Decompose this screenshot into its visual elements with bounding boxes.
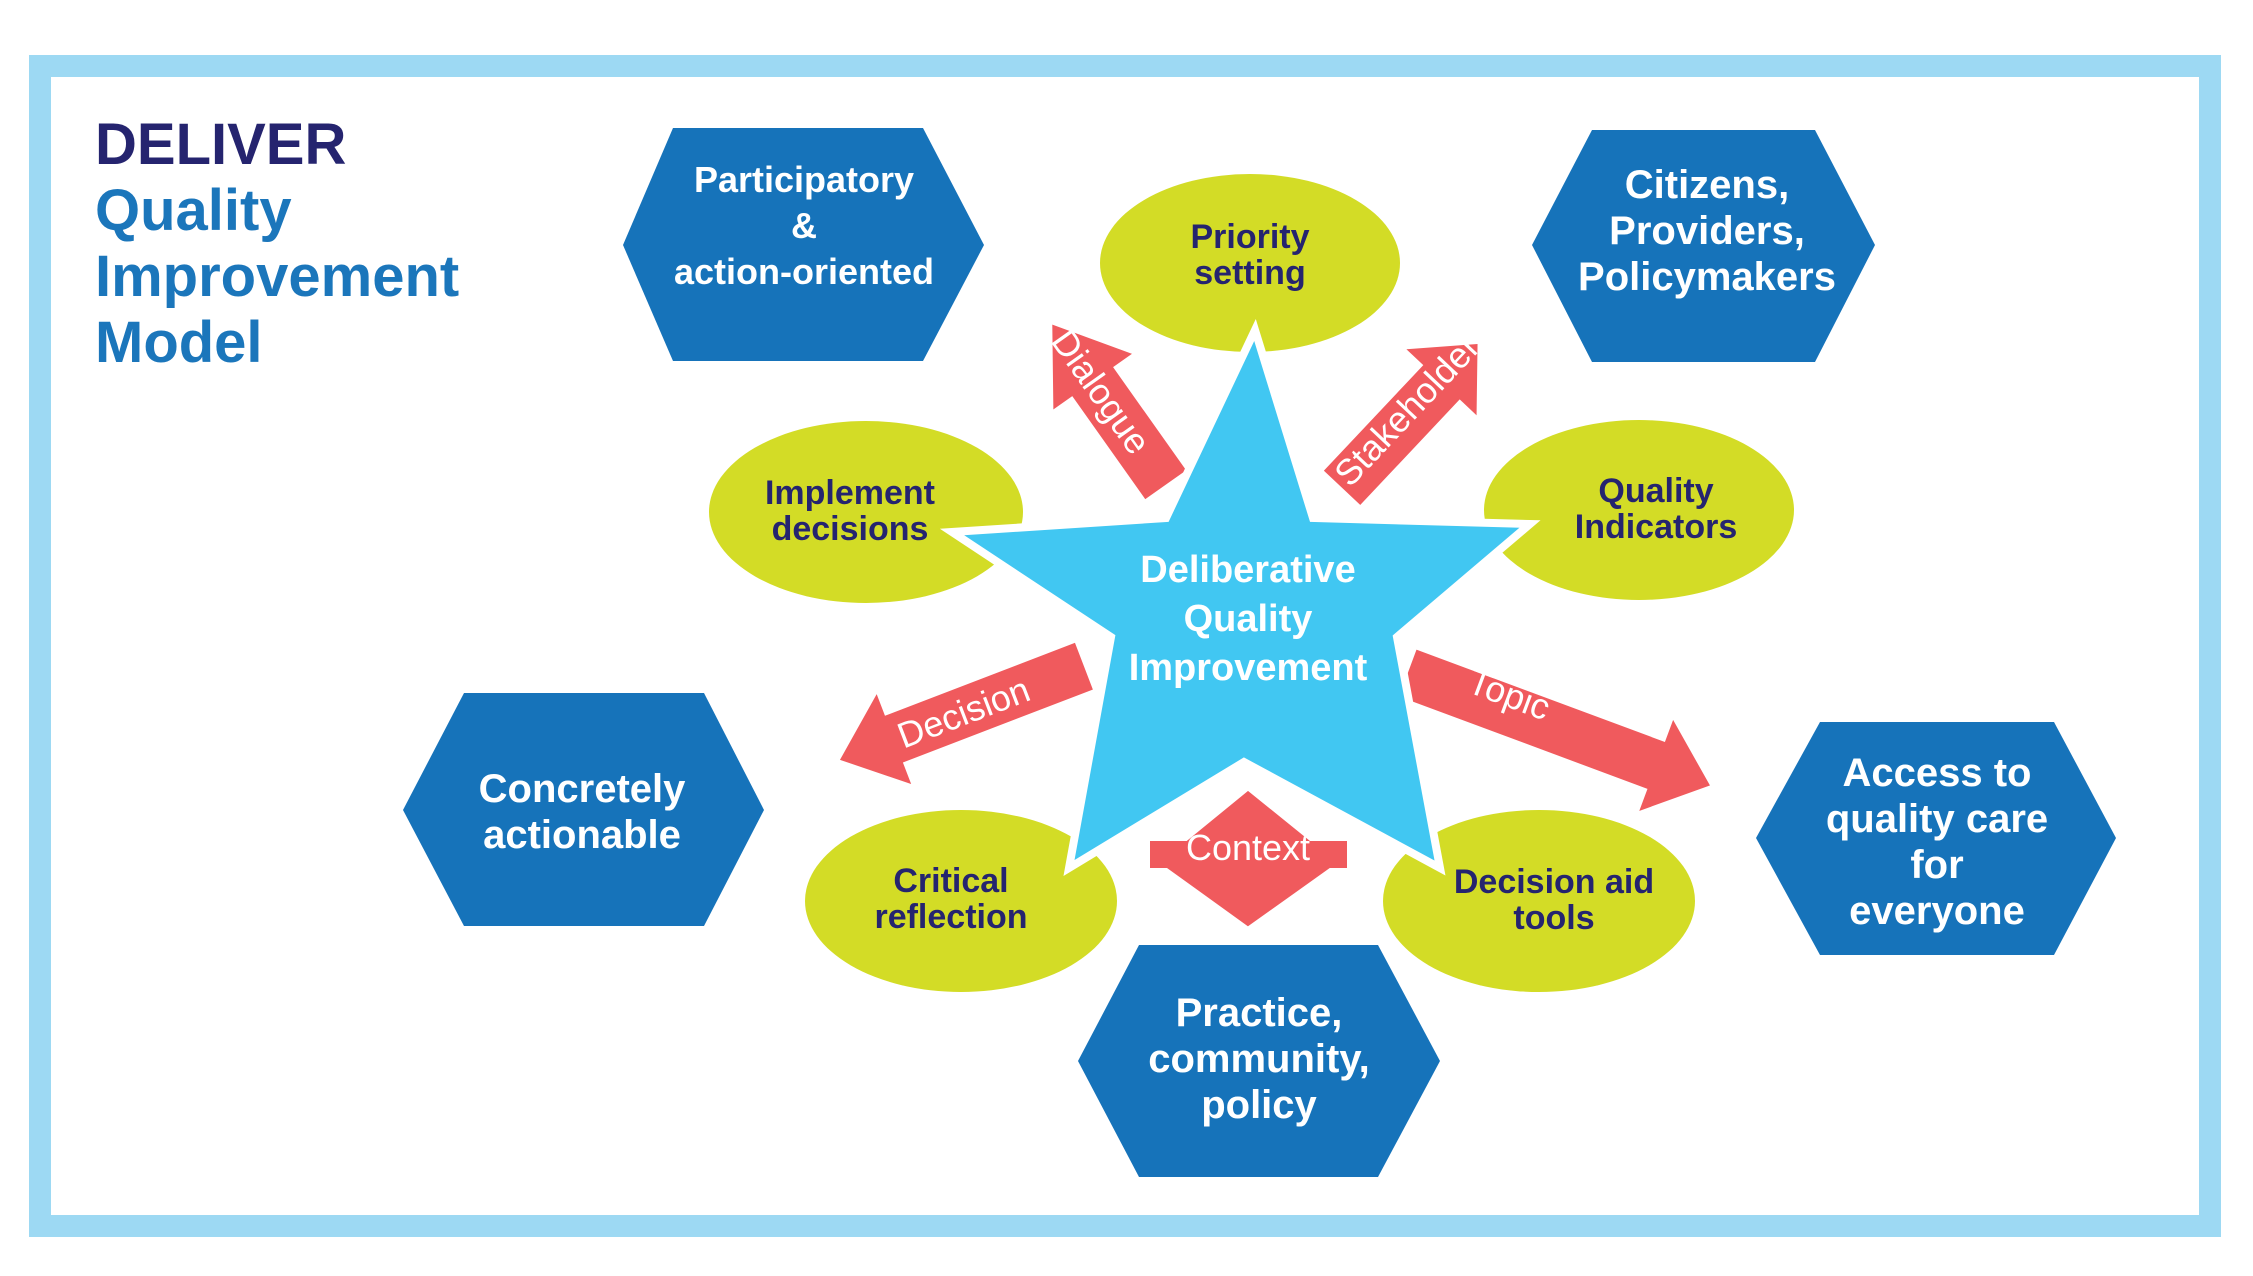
participatory-line-1: Participatory [694, 159, 914, 200]
arrow-context-band [1150, 841, 1347, 868]
indicators-line-1: Quality [1598, 472, 1713, 510]
hexagon-practice-text: Practice, community, policy [1148, 991, 1370, 1127]
decision-aid-line-1: Decision aid [1454, 863, 1654, 901]
title-line-model: Model [95, 310, 263, 375]
access-line-1: Access to [1843, 751, 2032, 795]
citizens-line-1: Citizens, [1625, 163, 1789, 207]
citizens-line-2: Providers, [1609, 209, 1805, 253]
arrow-label-context: Context [1186, 827, 1310, 868]
hexagon-practice [1078, 945, 1440, 1177]
ellipse-priority-text: Priority setting [1190, 218, 1309, 292]
practice-line-1: Practice, [1176, 991, 1343, 1035]
hexagon-access [1756, 722, 2116, 955]
practice-line-3: policy [1201, 1083, 1317, 1127]
title-line-deliver: DELIVER [95, 112, 347, 177]
center-line-2: Quality [1184, 598, 1313, 640]
reflection-line-1: Critical [893, 862, 1008, 900]
implement-line-2: decisions [772, 510, 929, 548]
title-line-quality: Quality [95, 178, 292, 243]
concretely-line-1: Concretely [479, 767, 686, 811]
access-line-3: for [1910, 843, 1963, 887]
hexagon-access-text: Access to quality care for everyone [1826, 751, 2048, 933]
ellipse-reflection-text: Critical reflection [874, 862, 1027, 936]
priority-line-2: setting [1194, 254, 1305, 292]
practice-line-2: community, [1148, 1037, 1370, 1081]
arrow-stakeholders [1315, 337, 1484, 514]
hexagon-participatory-text: Participatory & action-oriented [674, 159, 934, 292]
ellipse-indicators-text: Quality Indicators [1575, 472, 1737, 546]
hexagon-citizens-text: Citizens, Providers, Policymakers [1578, 163, 1836, 299]
ellipse-implement-decisions [709, 421, 1023, 603]
arrow-dialogue [1045, 314, 1196, 510]
title-line-improvement: Improvement [95, 244, 460, 309]
hexagon-participatory [623, 128, 984, 361]
center-star [939, 318, 1541, 877]
decision-aid-line-2: tools [1513, 899, 1594, 937]
ellipse-decision-aid-tools [1383, 810, 1695, 992]
ellipse-critical-reflection [805, 810, 1117, 992]
hexagon-concretely-text: Concretely actionable [479, 767, 686, 857]
ellipse-quality-indicators [1484, 420, 1794, 600]
outer-frame [29, 55, 2221, 1237]
access-line-4: everyone [1849, 889, 2025, 933]
citizens-line-3: Policymakers [1578, 255, 1836, 299]
participatory-line-2: & [791, 205, 817, 246]
concretely-line-2: actionable [483, 813, 681, 857]
ellipse-decision-aid-text: Decision aid tools [1454, 863, 1654, 937]
hexagon-concretely-actionable [403, 693, 764, 926]
implement-line-1: Implement [765, 474, 935, 512]
arrow-decision [830, 634, 1102, 795]
participatory-line-3: action-oriented [674, 251, 934, 292]
priority-line-1: Priority [1190, 218, 1309, 256]
ellipse-implement-text: Implement decisions [765, 474, 935, 548]
center-line-3: Improvement [1129, 647, 1368, 689]
center-line-1: Deliberative [1140, 549, 1355, 591]
indicators-line-2: Indicators [1575, 508, 1737, 546]
arrow-topic [1391, 641, 1719, 821]
ellipse-priority-setting [1100, 174, 1400, 352]
center-star-text: Deliberative Quality Improvement [1129, 549, 1368, 689]
reflection-line-2: reflection [874, 898, 1027, 936]
hexagon-citizens [1532, 130, 1875, 362]
access-line-2: quality care [1826, 797, 2048, 841]
diagram-title: DELIVER Quality Improvement Model [95, 112, 459, 376]
